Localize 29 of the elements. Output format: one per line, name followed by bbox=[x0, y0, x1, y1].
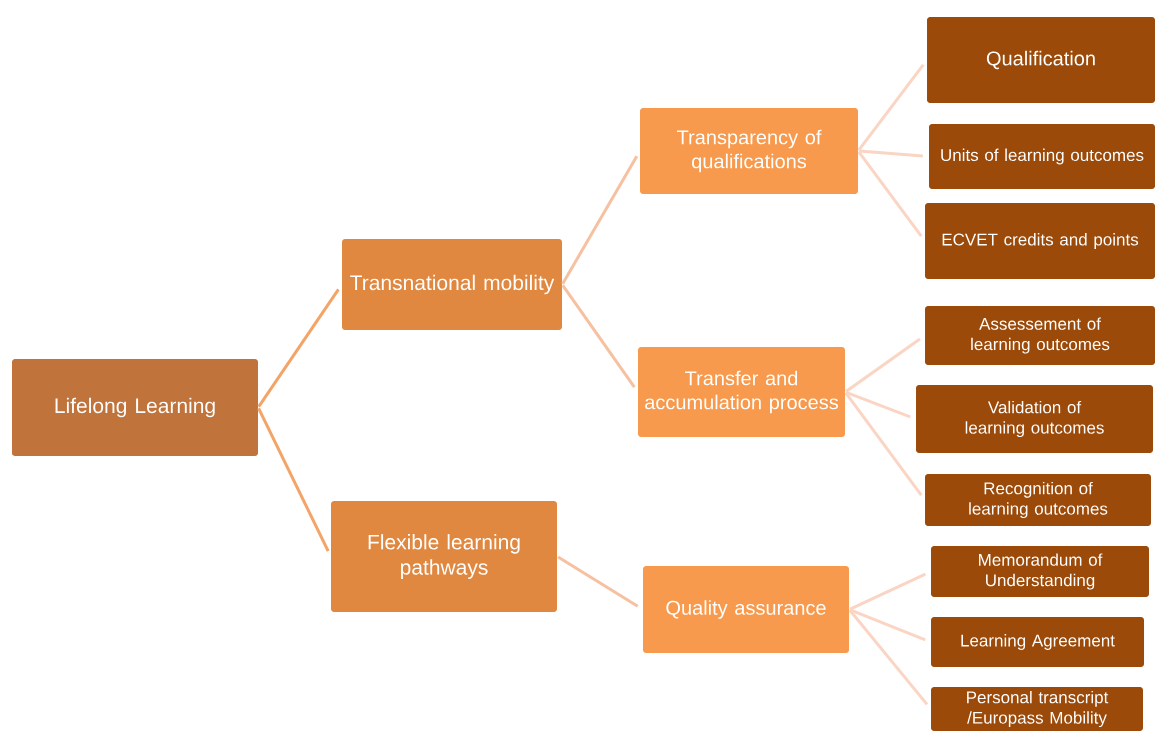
topic-box: Qualification bbox=[927, 17, 1155, 103]
connector-line bbox=[859, 149, 923, 158]
connector-line bbox=[857, 150, 923, 238]
topic-box: Lifelong Learning bbox=[12, 359, 258, 456]
topic-box: Memorandum of Understanding bbox=[931, 546, 1149, 597]
connector-line bbox=[257, 288, 340, 408]
connector-line bbox=[557, 555, 639, 608]
topic-box: Transnational mobility bbox=[342, 239, 562, 330]
topic-box: Flexible learning pathways bbox=[331, 501, 557, 612]
connector-line bbox=[845, 390, 911, 419]
connector-line bbox=[848, 609, 929, 706]
topic-box: Quality assurance bbox=[643, 566, 849, 653]
topic-box: Recognition of learning outcomes bbox=[925, 474, 1151, 526]
topic-box: ECVET credits and points bbox=[925, 203, 1155, 279]
topic-box: Validation of learning outcomes bbox=[916, 385, 1153, 453]
connector-line bbox=[844, 391, 923, 497]
connector-line bbox=[849, 608, 926, 642]
topic-box: Assessement of learning outcomes bbox=[925, 306, 1155, 365]
topic-box: Learning Agreement bbox=[931, 617, 1144, 667]
connector-line bbox=[857, 63, 925, 152]
topic-box: Personal transcript /Europass Mobility bbox=[931, 687, 1143, 731]
topic-box: Transparency of qualifications bbox=[640, 108, 858, 194]
topic-box: Units of learning outcomes bbox=[929, 124, 1155, 189]
connector-line bbox=[849, 572, 926, 611]
connector-line bbox=[257, 407, 330, 552]
connector-line bbox=[845, 337, 921, 393]
connector-line bbox=[561, 155, 639, 285]
topic-box: Transfer and accumulation process bbox=[638, 347, 845, 437]
connector-line bbox=[561, 284, 636, 388]
